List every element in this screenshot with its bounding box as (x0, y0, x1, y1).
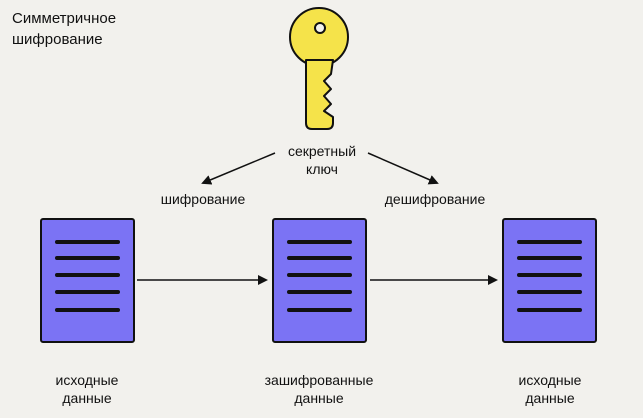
source-data-document-icon (40, 218, 135, 343)
decryption-label: дешифрование (384, 191, 486, 207)
result-data-document-icon (502, 218, 597, 343)
key-icon (289, 7, 349, 130)
diagram-title: Симметричное шифрование (12, 10, 117, 48)
encryption-label: шифрование (160, 191, 246, 207)
secret-key-label: секретный ключ (287, 143, 357, 177)
result-data-label: исходные данные (518, 372, 582, 406)
arrow-to-encryption (201, 152, 276, 185)
source-data-label: исходные данные (55, 372, 119, 406)
arrow-to-decryption (367, 152, 439, 185)
encrypted-data-label: зашифрованные данные (264, 372, 374, 406)
encrypted-data-document-icon (272, 218, 367, 343)
